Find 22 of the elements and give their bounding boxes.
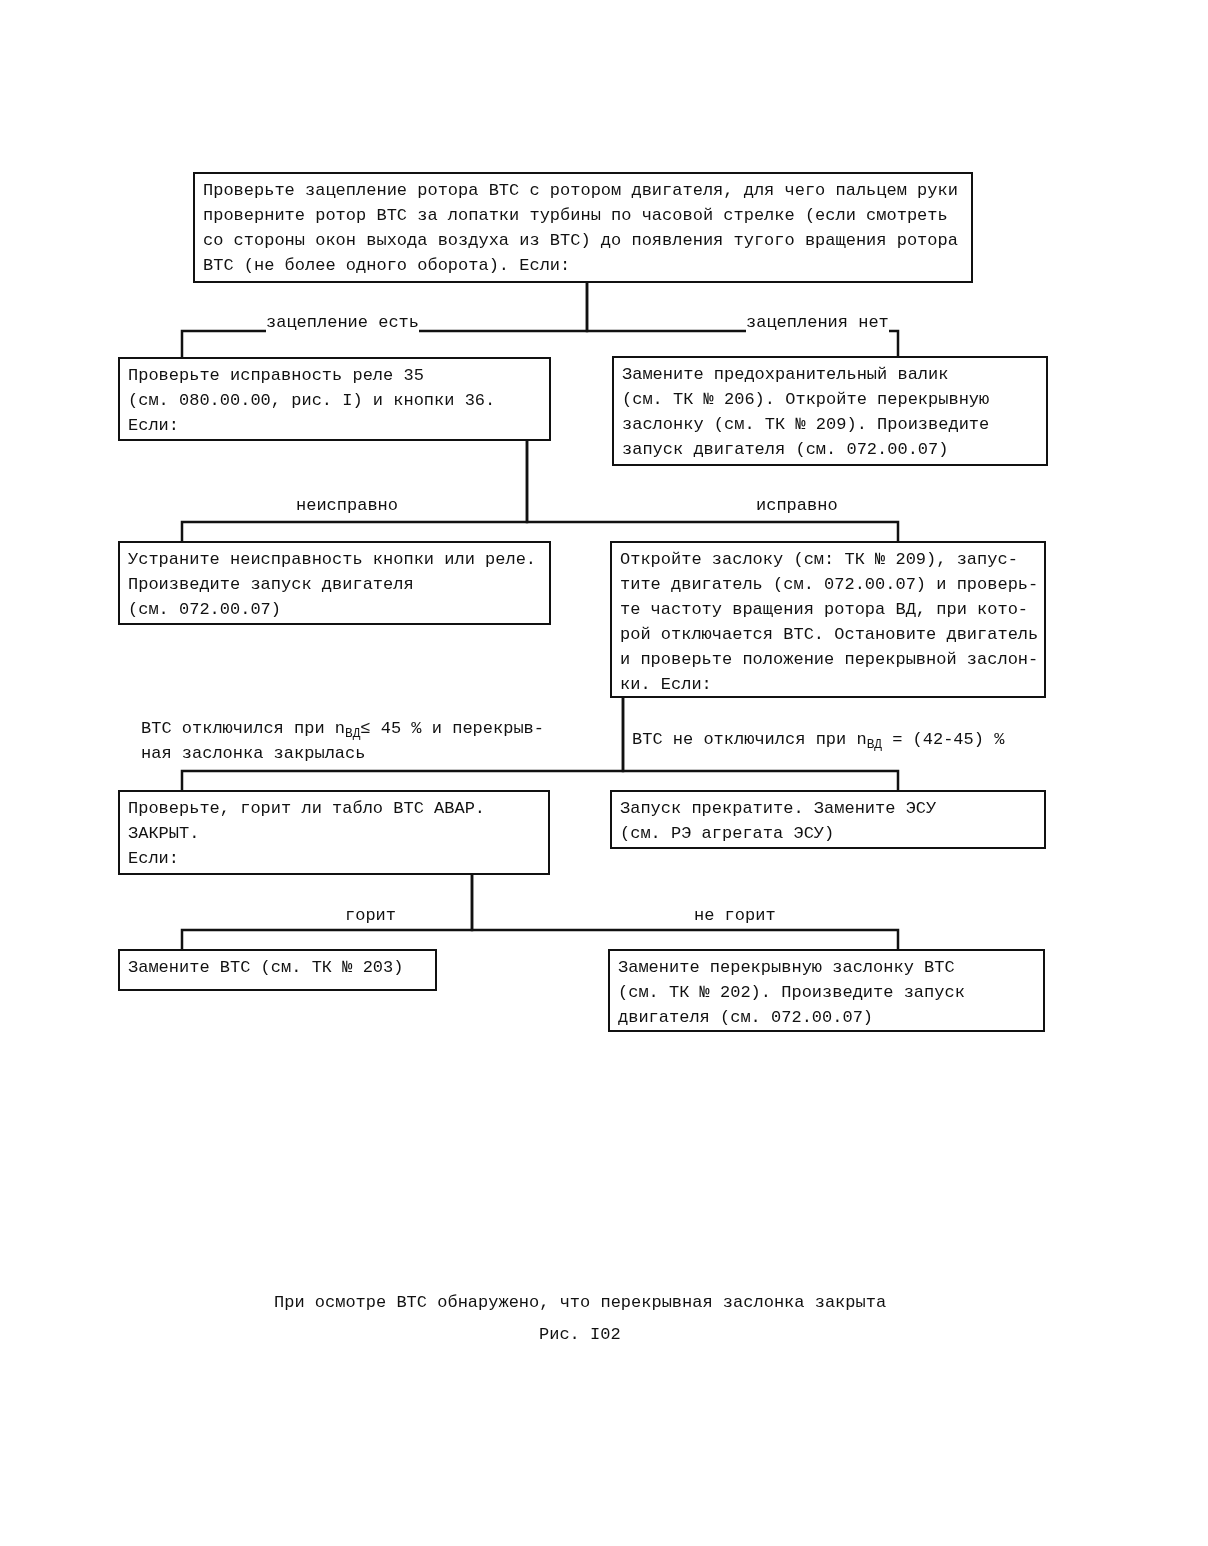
connector-line [470,875,900,949]
instruction-text: Замените ВТС (см. ТК № 203) [128,957,404,979]
figure-number: Рис. I02 [539,1324,621,1346]
process-box [118,790,550,875]
instruction-text: Запуск прекратите. Замените ЭСУ (см. РЭ агрегата ЭСУ) [620,798,937,845]
process-box [118,357,551,441]
process-box [612,356,1048,466]
process-box [610,790,1046,849]
process-box [193,172,973,283]
process-box [118,949,437,991]
process-box [608,949,1045,1032]
instruction-text: Откройте заслоку (см: ТК № 209), запус- тите двигатель (см. 072.00.07) и проверь- те частоту вращения ротора ВД, при кото- рой отключается ВТС. Остановите двигатель и проверьте положение перекрывной заслон- ки. Если: [620,549,1039,696]
process-box [118,541,551,625]
instruction-text: Замените предохранительный валик (см. ТК № 206). Откройте перекрывную заслонку (см. ТК № 209). Произведите запуск двигателя (см. 072.00.07) [622,364,990,461]
instruction-text: Проверьте, горит ли табло ВТС АВАР. ЗАКРЫТ. Если: [128,798,486,870]
connector-line [525,441,900,541]
instruction-text: Проверьте зацепление ротора ВТС с ротором двигателя, для чего пальцем руки проверните ротор ВТС за лопатки турбины по часовой стрелке (если смотреть со стороны окон выхода воздуха из ВТС) до появления тугого вращения ротора ВТС (не более одного оборота). Если: [203,180,958,277]
instruction-text: Замените перекрывную заслонку ВТС (см. ТК № 202). Произведите запуск двигателя (см. 072.00.07) [618,957,965,1029]
instruction-text: Устраните неисправность кнопки или реле. Произведите запуск двигателя (см. 072.00.07) [128,549,537,621]
figure-caption: При осмотре ВТС обнаружено, что перекрывная заслонка закрыта [274,1292,887,1314]
connector-line [621,698,900,790]
instruction-text: Проверьте исправность реле 35 (см. 080.00.00, рис. I) и кнопки 36. Если: [128,365,496,437]
